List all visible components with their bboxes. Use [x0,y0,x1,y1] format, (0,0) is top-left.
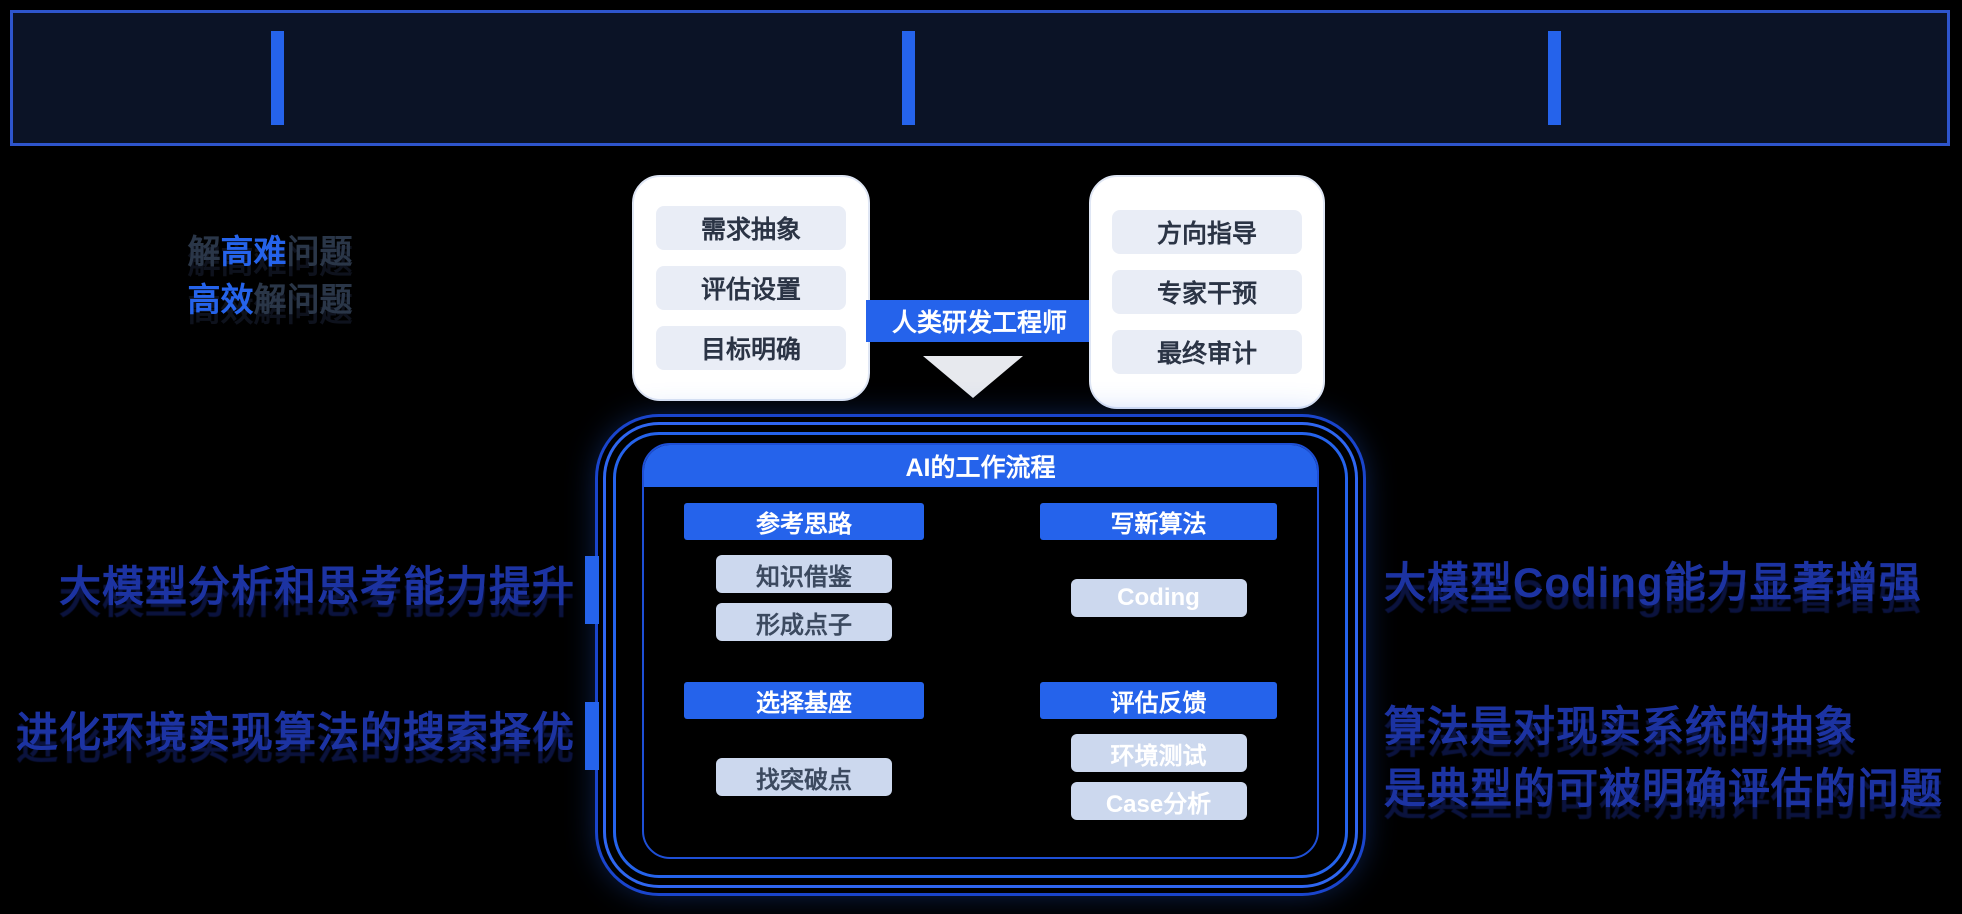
ai-workflow-inner: AI的工作流程 参考思路 知识借鉴 形成点子 写新算法 Coding [642,443,1319,859]
intro-line1-highlight: 高难 [220,233,287,270]
intro-line1-post: 问题 [286,233,353,270]
human-input-pill: 评估设置 [656,266,846,310]
intro-line2-highlight: 高效 [187,281,254,318]
intro-line-2: 高效解问题 [110,276,430,324]
workflow-chip: 找突破点 [716,758,892,796]
quadrant-body: 知识借鉴 形成点子 [684,540,924,656]
quadrant-write-algorithm: 写新算法 Coding [1040,503,1277,656]
workflow-chip: Case分析 [1070,782,1247,820]
arrow-down-icon [923,356,1023,398]
quadrant-header: 参考思路 [684,503,924,540]
human-oversight-pill: 专家干预 [1112,270,1302,314]
banner-section-bar-3 [1548,31,1561,125]
quadrant-eval-feedback: 评估反馈 环境测试 Case分析 [1040,682,1277,835]
intro-highlight-text: 解高难问题 高效解问题 [110,228,430,324]
ai-workflow-container: AI的工作流程 参考思路 知识借鉴 形成点子 写新算法 Coding [613,432,1348,878]
quadrant-reference-ideas: 参考思路 知识借鉴 形成点子 [684,503,924,656]
human-input-panel: 需求抽象 评估设置 目标明确 [632,175,870,401]
ai-workflow-grid: 参考思路 知识借鉴 形成点子 写新算法 Coding 选择基座 找突破点 [644,487,1317,835]
quadrant-body: 环境测试 Case分析 [1040,719,1277,835]
top-banner [10,10,1950,146]
human-oversight-pill: 方向指导 [1112,210,1302,254]
banner-section-bar-1 [271,31,284,125]
note-accent-bar [585,702,599,770]
note-algorithm-abstraction: 算法是对现实系统的抽象 是典型的可被明确评估的问题 [1384,696,1943,820]
workflow-chip: 知识借鉴 [716,555,892,593]
human-engineer-label: 人类研发工程师 [866,300,1093,342]
workflow-chip: 环境测试 [1070,734,1247,772]
ai-workflow-title: AI的工作流程 [644,445,1317,487]
human-oversight-panel: 方向指导 专家干预 最终审计 [1089,175,1325,409]
note-coding-capability: 大模型Coding能力显著增强 [1384,559,1922,606]
note-line: 是典型的可被明确评估的问题 [1384,765,1944,812]
human-oversight-pill: 最终审计 [1112,330,1302,374]
quadrant-header: 评估反馈 [1040,682,1277,719]
intro-line2-post: 解问题 [253,281,353,318]
quadrant-header: 选择基座 [684,682,924,719]
quadrant-header: 写新算法 [1040,503,1277,540]
note-line: 算法是对现实系统的抽象 [1384,703,1858,750]
human-input-pill: 需求抽象 [656,206,846,250]
note-accent-bar [585,556,599,624]
intro-line-1: 解高难问题 [110,228,430,276]
intro-line1-pre: 解 [187,233,221,270]
note-evolution-env: 进化环境实现算法的搜索择优 [15,709,575,756]
quadrant-body: 找突破点 [684,719,924,835]
banner-section-bar-2 [902,31,915,125]
quadrant-select-base: 选择基座 找突破点 [684,682,924,835]
workflow-chip: Coding [1070,579,1247,617]
human-input-pill: 目标明确 [656,326,846,370]
quadrant-body: Coding [1040,540,1277,656]
note-model-analysis: 大模型分析和思考能力提升 [58,563,575,610]
workflow-chip: 形成点子 [716,603,892,641]
